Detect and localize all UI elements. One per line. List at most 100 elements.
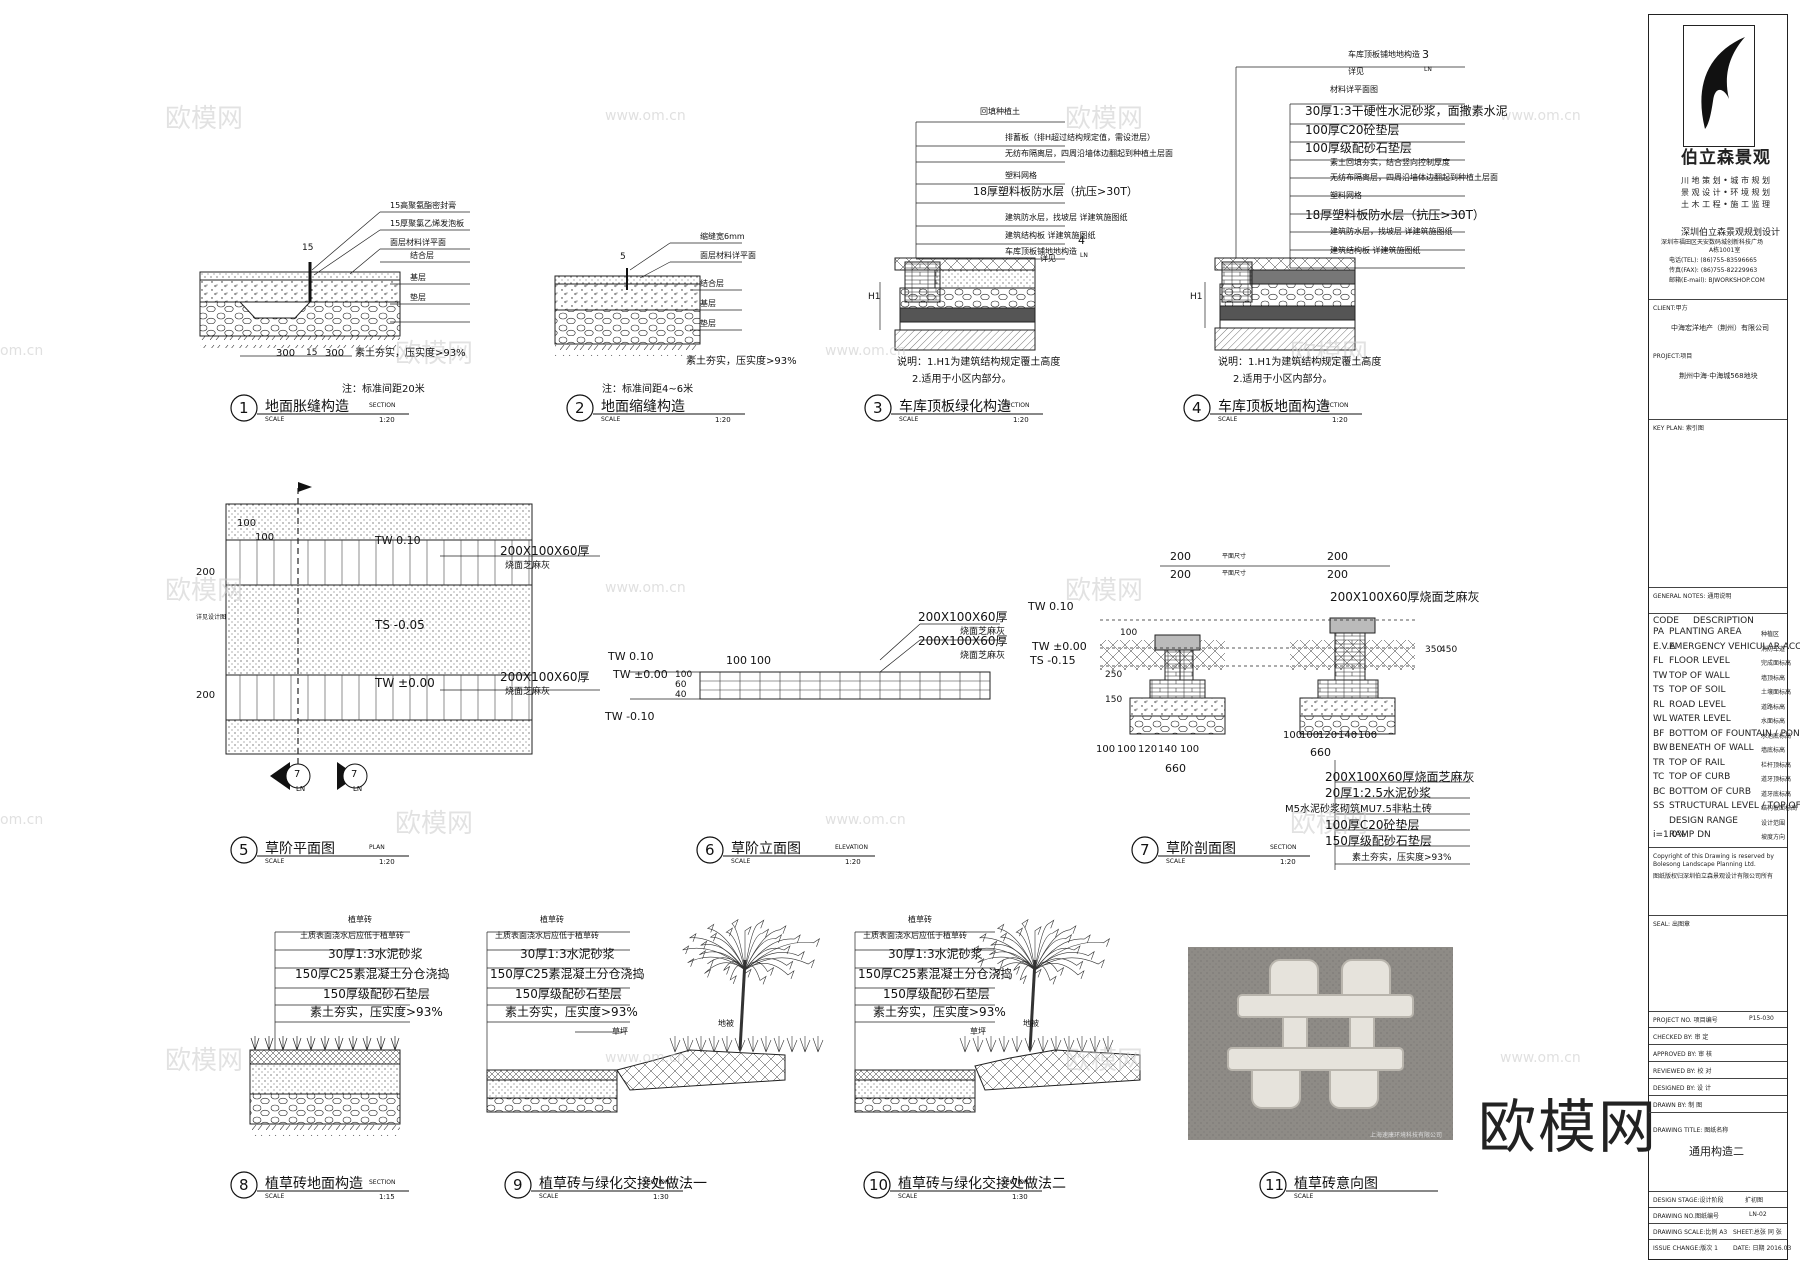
grass-tuft (362, 1036, 372, 1051)
foliage-stroke (977, 956, 1036, 971)
detail-title: 草阶立面图 (731, 841, 801, 857)
foliage-stroke (990, 940, 1036, 971)
watermark: www.om.cn (1500, 108, 1581, 124)
detail-title: 草阶剖面图 (1166, 841, 1236, 857)
detail-number-circle (864, 394, 892, 422)
field-label: PROJECT NO. 项目编号 (1653, 1017, 1718, 1024)
foliage-stroke (1034, 928, 1060, 971)
annotation-label: 100 (1096, 744, 1116, 755)
detail-title: 植草砖意向图 (1294, 1176, 1378, 1192)
code-abbrev: SS (1653, 801, 1665, 811)
annotation-label: 250 (1105, 670, 1123, 680)
project-label: PROJECT:项目 (1653, 353, 1693, 360)
detail-title: 草阶平面图 (265, 841, 335, 857)
annotation-label: 100 (1300, 730, 1320, 741)
annotation-label: 15 (306, 348, 318, 358)
annotation-label: 200X100X60厚 (918, 634, 1008, 648)
annotation-label: 植草砖 (908, 915, 932, 924)
annotation-label: TW 0.10 (375, 534, 421, 547)
title-block: 伯立森景观 川 地 策 划 • 城 市 规 划 景 观 设 计 • 环 境 规 … (1648, 14, 1800, 1260)
code-abbrev: E.V.A (1653, 641, 1676, 652)
annotation-label: 450 (1440, 645, 1458, 655)
annotation-label: 4 (1078, 234, 1085, 247)
annotation-label: 素土夯实，压实度>93% (873, 1005, 1006, 1019)
annotation-label: 100厚级配砂石垫层 (1305, 141, 1412, 155)
detail-number: 7 (1140, 841, 1150, 859)
code-chinese: 设计范围 (1761, 819, 1786, 827)
annotation-label: 15厚聚氯乙烯发泡板 (390, 219, 465, 228)
foliage-stroke (744, 926, 752, 970)
drawing-no-label: DRAWING NO.图纸编号 (1653, 1213, 1719, 1220)
annotation-label: 烧面芝麻灰 (960, 627, 1006, 637)
annotation-label: 300 (276, 348, 296, 359)
scale-value: 1:20 (1013, 416, 1029, 424)
code-chinese: 道牙底标高 (1761, 790, 1792, 798)
annotation-label: LN (1080, 252, 1088, 259)
grass-tuft (320, 1036, 330, 1051)
annotation-label: 100 (237, 518, 257, 529)
firm-address: 深圳市福田区天安数码城创新科技广场 (1661, 239, 1764, 246)
annotation-label: 素土夯实，压实度>93% (310, 1005, 443, 1019)
annotation-label: 3 (1422, 48, 1429, 61)
copyright-line: Bolesong Landscape Planning Ltd. (1653, 861, 1756, 868)
detail-number-circle (1131, 836, 1159, 864)
shrub-stroke (1102, 1036, 1114, 1053)
detail-number-circle (230, 836, 258, 864)
watermark: 欧模网 (395, 809, 474, 839)
annotation-label: 100 (750, 654, 771, 667)
title-block-divider (1649, 1078, 1787, 1079)
code-abbrev: BF (1653, 728, 1665, 739)
title-block-divider (1649, 1027, 1787, 1028)
annotation-label: 面层材料详平面 (700, 251, 756, 260)
client-label: CLIENT:甲方 (1653, 305, 1688, 312)
annotation-label: 面层材料详平面 (390, 238, 446, 247)
description-header: DESCRIPTION (1693, 616, 1754, 626)
project-value: 荆州中海·中海城568地块 (1679, 372, 1758, 380)
firm-name: 深圳伯立森景观规划设计 (1681, 228, 1781, 238)
code-description: TOP OF WALL (1669, 670, 1730, 681)
services-line: 景 观 设 计 • 环 境 规 划 (1681, 188, 1771, 197)
detail-type: SECTION (1322, 402, 1349, 409)
watermark: 欧模网 (165, 1046, 244, 1076)
code-chinese: 土壤面标高 (1761, 689, 1792, 696)
scale-label: SCALE (265, 858, 285, 865)
annotation-label: 150 (1105, 695, 1123, 705)
field-label: REVIEWED BY: 校 对 (1653, 1068, 1712, 1075)
detail-number: 11 (1265, 1176, 1285, 1194)
shrub-stroke (747, 1036, 759, 1053)
shrub-stroke (1089, 1036, 1101, 1053)
annotation-label: 30厚1:3水泥砂浆 (328, 947, 423, 961)
foliage-stroke (744, 928, 770, 971)
annotation-label: TW -0.10 (605, 710, 655, 723)
code-abbrev: i=1.0% (1653, 830, 1686, 840)
grass-tuft (376, 1036, 386, 1051)
annotation-label: 结合层 (700, 279, 724, 288)
code-description: TOP OF SOIL (1669, 685, 1726, 695)
scale-value: 1:30 (653, 1193, 669, 1201)
annotation-label: 说明：1.H1为建筑结构规定覆土高度 (897, 357, 1061, 368)
watermark: om.cn (0, 812, 44, 828)
foliage-stroke (731, 918, 746, 971)
shrub-stroke (734, 1036, 746, 1053)
annotation-label: 200 (1170, 550, 1191, 563)
code-chinese: 道牙顶标高 (1761, 776, 1792, 783)
annotation-label: 塑料网格 (1330, 191, 1362, 200)
scale-label: SCALE (1218, 416, 1238, 423)
code-description: BENEATH OF WALL (1669, 743, 1754, 753)
foliage-stroke (1034, 934, 1073, 971)
annotation-label: 150厚级配砂石垫层 (323, 987, 430, 1001)
keyplan-label: KEY PLAN: 索引图 (1653, 425, 1704, 432)
annotation-label: 基层 (410, 273, 426, 282)
annotation-label: 200 (1327, 550, 1348, 563)
shrub-stroke (1076, 1036, 1088, 1053)
watermark: 欧模网 (1290, 339, 1369, 369)
annotation-label: 车库顶板铺地地构造 (1005, 247, 1077, 256)
scale-value: 1:20 (379, 416, 395, 424)
annotation-label: 120 (1318, 730, 1338, 741)
annotation-label: 素土夯实，压实度>93% (505, 1005, 638, 1019)
code-abbrev: RL (1653, 699, 1665, 710)
foliage-stroke (1034, 926, 1042, 970)
annotation-label: 植草砖 (540, 915, 564, 924)
code-description: RAMP DN (1669, 830, 1711, 840)
